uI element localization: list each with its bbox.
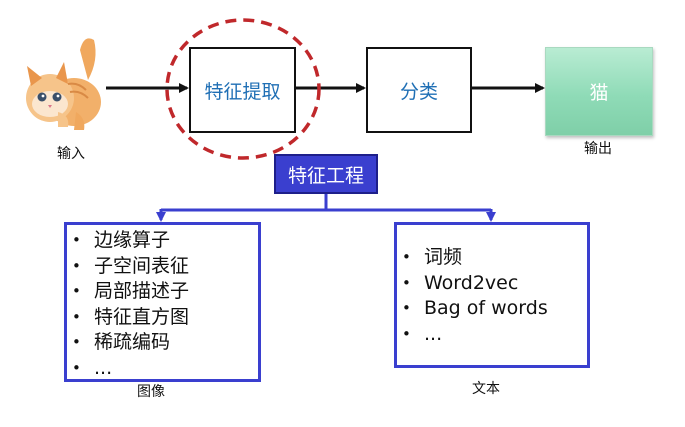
bullet-icon: • xyxy=(72,231,81,249)
feature-extraction-label: 特征提取 xyxy=(204,80,281,103)
list-item: •边缘算子 xyxy=(72,228,189,254)
bullet-icon: • xyxy=(402,324,411,343)
bullet-icon: • xyxy=(402,273,411,292)
bullet-icon: • xyxy=(72,358,81,377)
list-item: •Bag of words xyxy=(402,296,548,322)
list-item: •子空间表征 xyxy=(72,254,189,280)
output-label: 输出 xyxy=(584,141,612,157)
bullet-icon: • xyxy=(72,256,81,275)
text-features-panel: •词频 •Word2vec •Bag of words •... xyxy=(394,222,590,368)
input-label: 输入 xyxy=(57,146,85,162)
image-features-caption: 图像 xyxy=(137,384,165,400)
list-item: •词频 xyxy=(402,245,548,271)
list-item: •局部描述子 xyxy=(72,279,189,305)
bullet-icon: • xyxy=(402,299,411,317)
kitten-icon xyxy=(26,38,101,130)
text-features-caption: 文本 xyxy=(472,381,500,397)
classification-label: 分类 xyxy=(399,80,438,103)
list-item: •... xyxy=(402,322,548,348)
list-item: •Word2vec xyxy=(402,271,548,297)
image-features-panel: •边缘算子 •子空间表征 •局部描述子 •特征直方图 •稀疏编码 •... xyxy=(64,222,261,382)
output-value: 猫 xyxy=(589,82,609,104)
list-item: •特征直方图 xyxy=(72,305,189,331)
image-features-list: •边缘算子 •子空间表征 •局部描述子 •特征直方图 •稀疏编码 •... xyxy=(72,228,189,381)
list-item: •稀疏编码 xyxy=(72,330,189,356)
bullet-icon: • xyxy=(72,307,81,326)
feature-highlight-ellipse xyxy=(165,18,321,160)
bullet-icon: • xyxy=(72,333,81,351)
bullet-icon: • xyxy=(72,282,81,300)
feature-engineering-badge: 特征工程 xyxy=(274,154,378,194)
bullet-icon: • xyxy=(402,248,411,266)
classification-box: 分类 xyxy=(366,47,472,133)
feature-engineering-title: 特征工程 xyxy=(287,164,364,187)
output-box: 猫 xyxy=(545,47,653,136)
list-item: •... xyxy=(72,356,189,382)
text-features-list: •词频 •Word2vec •Bag of words •... xyxy=(402,245,548,347)
feature-extraction-box: 特征提取 xyxy=(189,47,296,133)
